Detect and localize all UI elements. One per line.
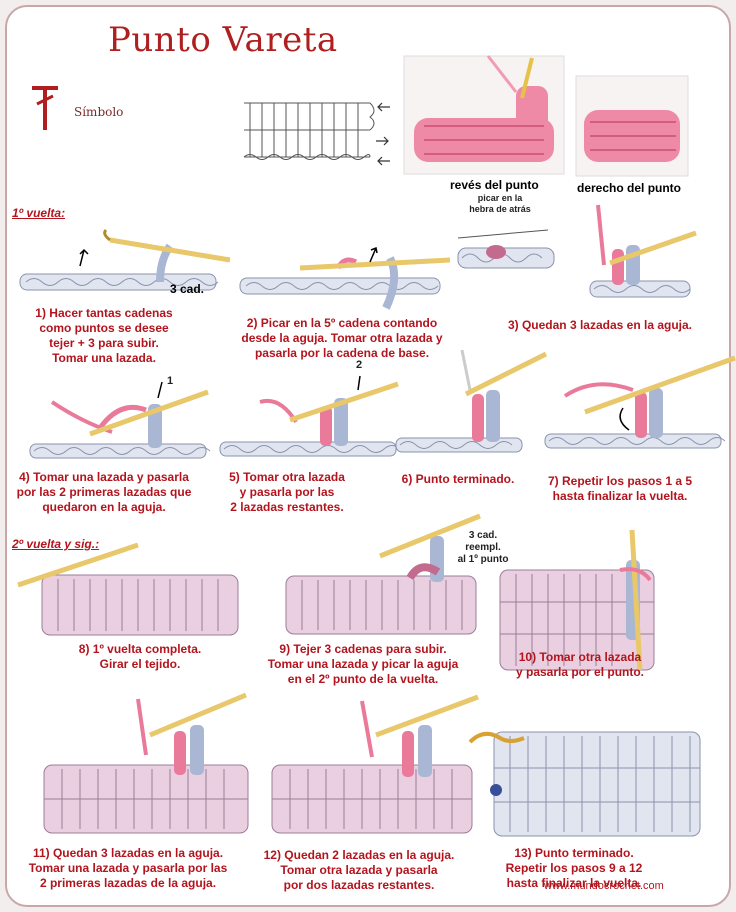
illustration-step-3 bbox=[589, 204, 697, 298]
marker-2: 2 bbox=[355, 359, 363, 371]
photo-front-of-stitch bbox=[575, 75, 689, 177]
illustration-step-1 bbox=[19, 228, 231, 291]
footer-url[interactable]: www.mundocrochet.com bbox=[544, 880, 664, 892]
step-2-caption: 2) Picar en la 5º cadena contando desde … bbox=[241, 316, 443, 360]
step-6-caption: 6) Punto terminado. bbox=[401, 472, 515, 486]
section-row-2: 2º vuelta y sig.: bbox=[12, 537, 100, 551]
illustration-step-9 bbox=[285, 513, 481, 635]
back-loop-note: picar en la hebra de atrás bbox=[469, 193, 531, 214]
photo-front-label: derecho del punto bbox=[577, 181, 682, 195]
step-1-caption: 1) Hacer tantas cadenas como puntos se d… bbox=[35, 306, 173, 365]
step-10-caption: 10) Tomar otra lazada y pasarla por el p… bbox=[515, 650, 645, 679]
symbol-label: Símbolo bbox=[74, 105, 124, 119]
section-row-1: 1º vuelta: bbox=[12, 206, 66, 220]
illustration-step-6 bbox=[395, 349, 548, 453]
stitch-chart-diagram bbox=[243, 102, 390, 166]
illustration-step-13 bbox=[468, 731, 701, 837]
step-11-caption: 11) Quedan 3 lazadas en la aguja. Tomar … bbox=[28, 846, 228, 890]
step-9-caption: 9) Tejer 3 cadenas para subir. Tomar una… bbox=[267, 642, 459, 686]
marker-1: 1 bbox=[166, 375, 174, 387]
step-5-caption: 5) Tomar otra lazada y pasarla por las 2… bbox=[229, 470, 345, 514]
illustration-step-11 bbox=[43, 692, 249, 834]
step-3-caption: 3) Quedan 3 lazadas en la aguja. bbox=[507, 318, 693, 332]
illustration-step-12 bbox=[271, 694, 479, 834]
chain-count-label: 3 cad. bbox=[170, 282, 205, 296]
page-title: Punto Vareta bbox=[108, 20, 338, 60]
illustration-step-10 bbox=[499, 529, 655, 671]
step-12-caption: 12) Quedan 2 lazadas en la aguja. Tomar … bbox=[263, 848, 455, 892]
photo-back-label: revés del punto bbox=[450, 178, 539, 192]
illustration-step-7 bbox=[544, 355, 736, 449]
stitch-symbol-icon bbox=[32, 86, 58, 130]
illustration-step-5 bbox=[219, 375, 401, 457]
step-7-caption: 7) Repetir los pasos 1 a 5 hasta finaliz… bbox=[547, 474, 693, 503]
turning-chain-note: 3 cad. reempl. al 1º punto bbox=[457, 530, 509, 565]
illustration-back-loop bbox=[457, 229, 555, 269]
step-13-caption: 13) Punto terminado. Repetir los pasos 9… bbox=[505, 846, 643, 890]
photo-back-of-stitch bbox=[403, 55, 565, 175]
illustration-step-2 bbox=[239, 246, 451, 310]
illustration-step-8 bbox=[17, 542, 239, 636]
step-4-caption: 4) Tomar una lazada y pasarla por las 2 … bbox=[16, 470, 192, 514]
illustration-step-4 bbox=[29, 381, 211, 459]
step-8-caption: 8) 1º vuelta completa. Girar el tejido. bbox=[78, 642, 202, 671]
